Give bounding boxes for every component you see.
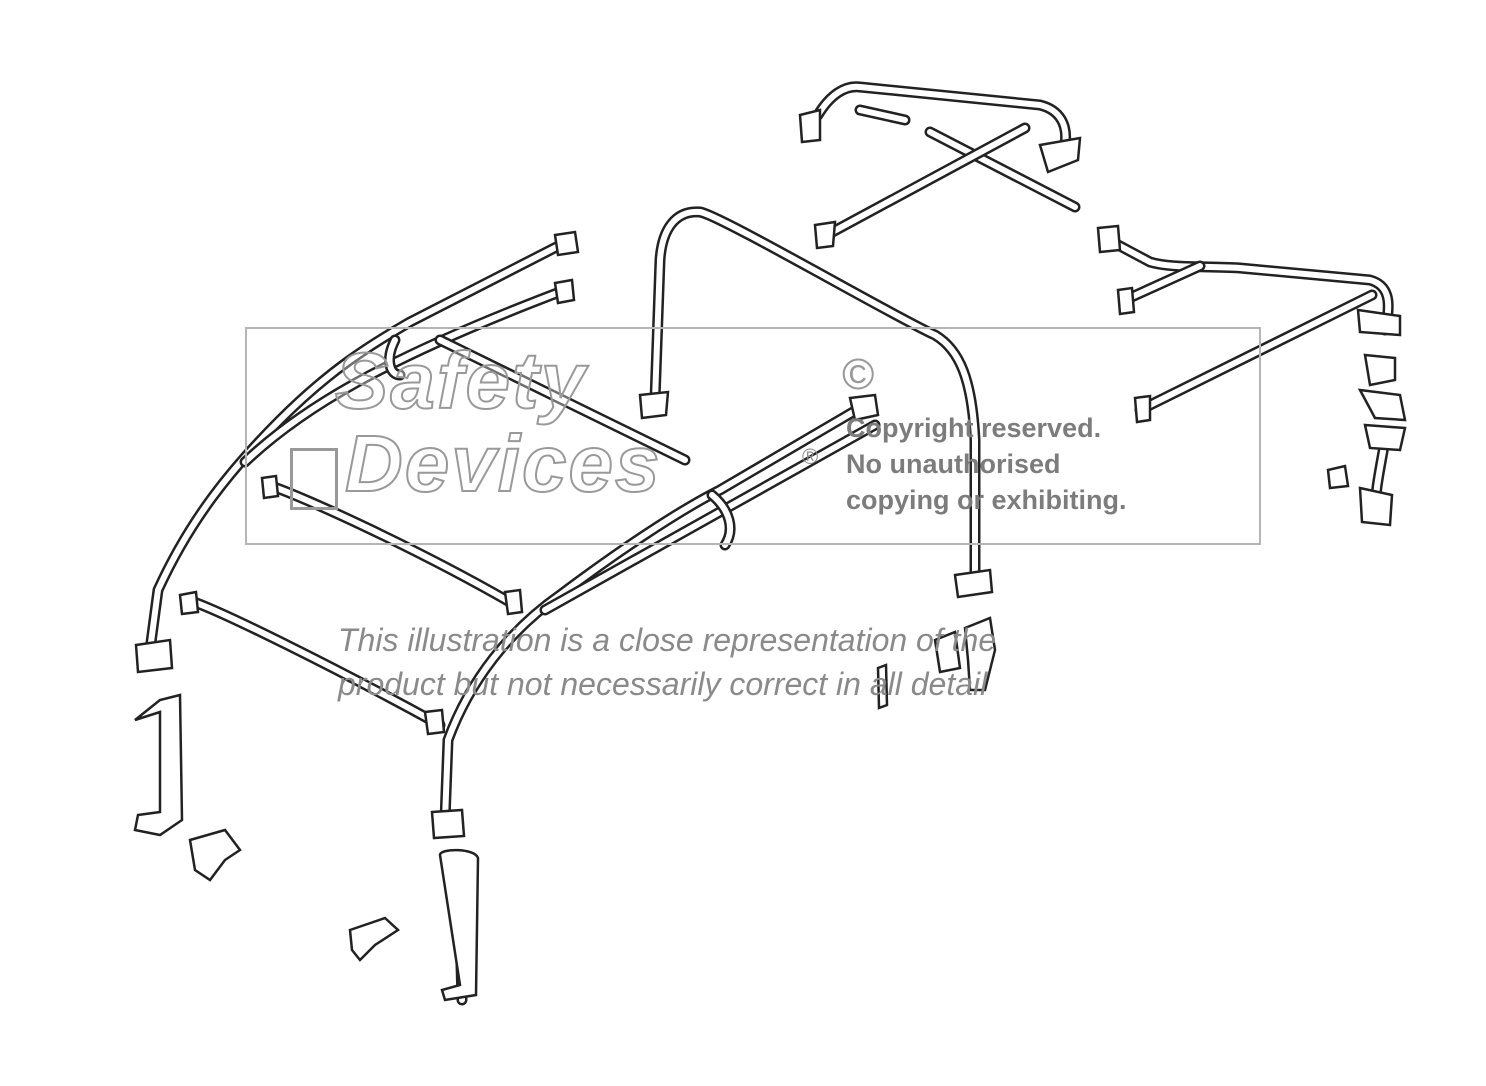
door-bracket xyxy=(933,630,962,674)
copyright-symbol: © xyxy=(842,350,875,399)
disclaimer: This illustration is a close representat… xyxy=(338,618,996,706)
seat-belt-bracket xyxy=(133,693,184,837)
tab xyxy=(178,590,200,616)
watermark-frame xyxy=(245,327,1261,545)
tab xyxy=(503,588,524,616)
tab xyxy=(848,393,880,422)
tab xyxy=(423,708,446,736)
rear-top-link-tube xyxy=(857,107,908,123)
front-left-brace-tube xyxy=(386,337,403,378)
lower-bar-tube xyxy=(185,597,443,728)
front-left-pillar-tube xyxy=(147,237,573,653)
copyright-line: copying or exhibiting. xyxy=(846,485,1127,515)
rear-hoop-stub-tube xyxy=(1122,263,1203,303)
tab xyxy=(260,474,280,500)
foot-plate xyxy=(134,638,174,674)
foot-plate xyxy=(1356,308,1402,337)
tab xyxy=(1133,394,1152,424)
tab xyxy=(553,278,576,305)
rear-top-hoop-tube xyxy=(815,83,1069,148)
rear-diagonal-tube xyxy=(1137,292,1375,413)
rear-mount xyxy=(1363,353,1397,387)
copyright-line: No unauthorised xyxy=(846,449,1061,479)
front-left-lower-rail-tube xyxy=(242,287,568,465)
disclaimer-line: product but not necessarily correct in a… xyxy=(338,666,988,702)
front-right-rail-tube xyxy=(542,422,878,613)
door-bracket xyxy=(963,616,997,692)
rear-top-bar-tube xyxy=(927,129,1078,210)
leg-bracket xyxy=(438,848,480,1002)
registered-mark: ® xyxy=(802,444,819,469)
rear-side-bar-tube xyxy=(822,125,1028,239)
main-hoop-tube xyxy=(652,208,978,583)
tab xyxy=(798,108,822,144)
door-bracket-pin xyxy=(876,663,889,710)
front-cross-bar-tube xyxy=(437,337,688,463)
foot-plate xyxy=(953,568,994,599)
copyright-line: Copyright reserved. xyxy=(846,413,1102,443)
rear-foot xyxy=(1358,486,1394,527)
rear-mount xyxy=(1357,388,1407,422)
tab xyxy=(1116,286,1136,316)
tab xyxy=(1096,224,1122,254)
dash-bar-tube xyxy=(265,482,518,608)
mount-plate xyxy=(1038,136,1082,174)
disclaimer-line: This illustration is a close representat… xyxy=(338,622,997,658)
mount-plate xyxy=(638,390,670,420)
foot-plate xyxy=(430,808,466,840)
watermark-brand-line1: Safety xyxy=(334,335,588,426)
floor-bracket xyxy=(188,828,242,882)
logo-square xyxy=(290,448,338,510)
small-plate xyxy=(1326,464,1350,490)
front-right-brace-tube xyxy=(709,492,734,548)
rear-hoop-tube xyxy=(1102,235,1392,333)
front-right-pillar-tube xyxy=(442,402,868,823)
watermark-brand-line2: Devices xyxy=(344,418,662,509)
floor-bracket xyxy=(348,916,401,962)
tab xyxy=(553,230,580,257)
rear-mount xyxy=(1363,423,1407,452)
copyright-notice: Copyright reserved. No unauthorised copy… xyxy=(846,410,1127,518)
tab xyxy=(813,220,837,250)
